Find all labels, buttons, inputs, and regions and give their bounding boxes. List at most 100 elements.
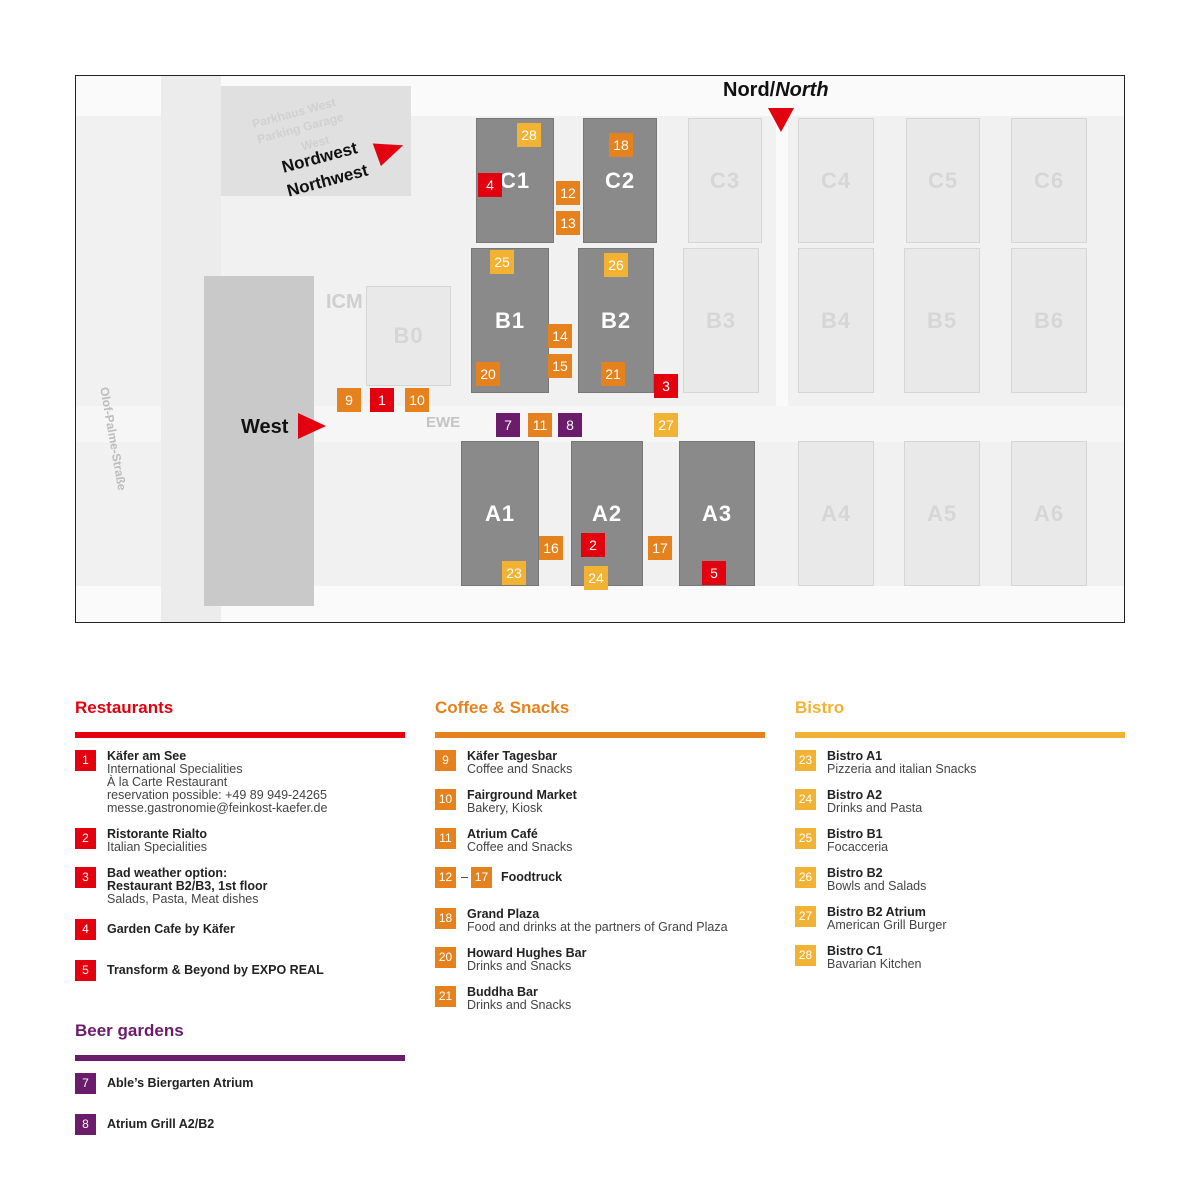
legend-item-title: Bistro C1	[827, 944, 883, 958]
marker-23[interactable]: 23	[502, 561, 526, 585]
marker-2[interactable]: 2	[581, 533, 605, 557]
legend-number-28: 28	[795, 945, 816, 966]
marker-8[interactable]: 8	[558, 413, 582, 437]
marker-1[interactable]: 1	[370, 388, 394, 412]
marker-27[interactable]: 27	[654, 413, 678, 437]
ewe-label: EWE	[426, 414, 461, 431]
marker-11[interactable]: 11	[528, 413, 552, 437]
legend-item-desc: Coffee and Snacks	[467, 840, 573, 854]
legend-item-title: Atrium Grill A2/B2	[107, 1117, 215, 1131]
hall-C3[interactable]: C3	[688, 118, 762, 243]
hall-A2[interactable]: A2	[571, 441, 643, 586]
legend-item-desc: Bakery, Kiosk	[467, 801, 543, 815]
hall-B5[interactable]: B5	[904, 248, 980, 393]
legend-item-title: Ristorante Rialto	[107, 827, 208, 841]
site-map: C1 C2 C3 C4 C5 C6 B1 B2 B3 B4 B5 B6 B0 A…	[75, 75, 1125, 623]
legend-item-title: Foodtruck	[501, 870, 563, 884]
hall-C5[interactable]: C5	[906, 118, 980, 243]
legend-item-desc: Drinks and Snacks	[467, 998, 572, 1012]
entrance-north-arrow	[768, 108, 794, 132]
marker-15[interactable]: 15	[548, 354, 572, 378]
marker-7[interactable]: 7	[496, 413, 520, 437]
legend-bistro-bar	[795, 732, 1125, 738]
marker-20[interactable]: 20	[476, 362, 500, 386]
marker-4[interactable]: 4	[478, 173, 502, 197]
legend-number-3: 3	[75, 867, 96, 888]
hall-A5[interactable]: A5	[904, 441, 980, 586]
entrance-west-arrow	[298, 413, 326, 439]
north-walkway	[776, 116, 788, 406]
legend-item-title: Grand Plaza	[467, 907, 540, 921]
marker-21[interactable]: 21	[601, 362, 625, 386]
hall-B3[interactable]: B3	[683, 248, 759, 393]
legend-coffee-title: Coffee & Snacks	[435, 698, 570, 717]
icm-label: ICM	[326, 291, 363, 313]
legend-number-21: 21	[435, 986, 456, 1007]
hall-C6[interactable]: C6	[1011, 118, 1087, 243]
legend-item-title: Buddha Bar	[467, 985, 538, 999]
legend-item-title: Transform & Beyond by EXPO REAL	[107, 963, 324, 977]
legend-item-desc: Salads, Pasta, Meat dishes	[107, 892, 259, 906]
legend-item-desc: International Specialities	[107, 762, 243, 776]
legend-number-20: 20	[435, 947, 456, 968]
legend-number-5: 5	[75, 960, 96, 981]
legend-item-desc: reservation possible: +49 89 949-24265	[107, 788, 327, 802]
legend-number-24: 24	[795, 789, 816, 810]
marker-18[interactable]: 18	[609, 133, 633, 157]
hall-B4[interactable]: B4	[798, 248, 874, 393]
legend-number-2: 2	[75, 828, 96, 849]
marker-3[interactable]: 3	[654, 374, 678, 398]
legend-number-12: 12	[435, 867, 456, 888]
marker-26[interactable]: 26	[604, 253, 628, 277]
legend-beer-title: Beer gardens	[75, 1021, 184, 1040]
marker-17[interactable]: 17	[648, 536, 672, 560]
marker-10[interactable]: 10	[405, 388, 429, 412]
legend-item-title: Käfer Tagesbar	[467, 749, 558, 763]
marker-12[interactable]: 12	[556, 181, 580, 205]
hall-C4[interactable]: C4	[798, 118, 874, 243]
marker-16[interactable]: 16	[539, 536, 563, 560]
legend-beer-bar	[75, 1055, 405, 1061]
hall-A4[interactable]: A4	[798, 441, 874, 586]
legend-number-18: 18	[435, 908, 456, 929]
marker-13[interactable]: 13	[556, 211, 580, 235]
hall-A6[interactable]: A6	[1011, 441, 1087, 586]
legend-item-title: Bad weather option:	[107, 866, 228, 880]
marker-25[interactable]: 25	[490, 250, 514, 274]
legend-bistro-title: Bistro	[795, 698, 845, 717]
legend-number-11: 11	[435, 828, 456, 849]
marker-14[interactable]: 14	[548, 324, 572, 348]
legend-item-desc: Food and drinks at the partners of Grand…	[467, 920, 728, 934]
legend-number-17: 17	[471, 867, 492, 888]
legend-item-title: Bistro B2	[827, 866, 883, 880]
hall-B6[interactable]: B6	[1011, 248, 1087, 393]
marker-24[interactable]: 24	[584, 566, 608, 590]
marker-5[interactable]: 5	[702, 561, 726, 585]
parking-garage-building	[221, 86, 411, 196]
marker-9[interactable]: 9	[337, 388, 361, 412]
legend-item-desc: Bowls and Salads	[827, 879, 927, 893]
marker-28[interactable]: 28	[517, 123, 541, 147]
legend-number-4: 4	[75, 919, 96, 940]
legend-number-26: 26	[795, 867, 816, 888]
legend-number-7: 7	[75, 1073, 96, 1094]
hall-A1[interactable]: A1	[461, 441, 539, 586]
legend-item-desc: messe.gastronomie@feinkost-kaefer.de	[107, 801, 328, 815]
hall-B0[interactable]: B0	[366, 286, 451, 386]
